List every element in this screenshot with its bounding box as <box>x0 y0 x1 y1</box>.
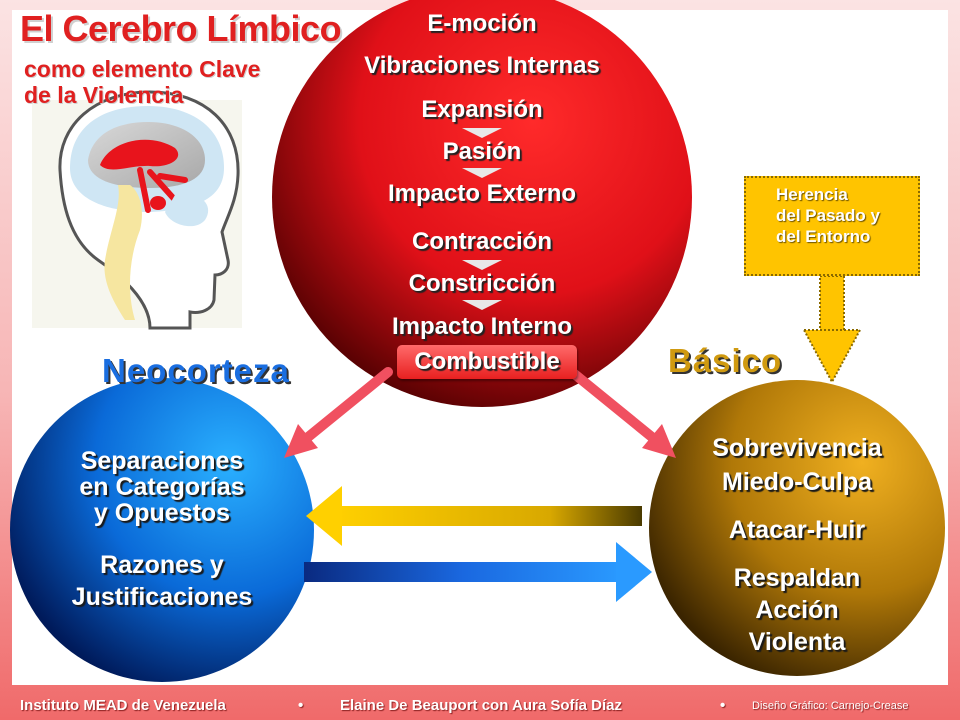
contraccion-text: Contracción <box>411 228 552 255</box>
vibraciones-text: Vibraciones Internas <box>364 52 600 79</box>
basico-line-4: Respaldan <box>733 564 861 592</box>
herencia-arrow <box>802 275 862 385</box>
arrow-to-basico <box>567 367 676 458</box>
basico-line-3: Atacar-Huir <box>728 516 866 544</box>
basico-label: Básico <box>668 342 783 379</box>
spinal-cord <box>104 185 142 320</box>
basico-line-1: Sobrevivencia <box>712 434 882 462</box>
footer-separator-1: • <box>298 697 304 714</box>
limbic-red <box>100 139 179 170</box>
neocorteza-line-2: en Categorías <box>79 473 245 501</box>
down-arrow-1 <box>462 128 502 138</box>
page-title: El Cerebro Límbico <box>20 8 342 49</box>
arrow-to-neocorteza <box>284 367 393 458</box>
basico-line-6: Violenta <box>748 628 846 656</box>
impacto-interno-text: Impacto Interno <box>391 313 572 340</box>
subtitle-line-2: de la Violencia <box>24 82 184 108</box>
footer-authors: Elaine De Beauport con Aura Sofía Díaz <box>340 697 623 714</box>
herencia-text: Herencia del Pasado y del Entorno <box>776 185 880 246</box>
footer-separator-2: • <box>720 697 726 714</box>
basico-line-5: Acción <box>755 596 839 624</box>
impacto-externo-text: Impacto Externo <box>387 180 577 207</box>
combustible-badge <box>397 345 577 379</box>
neocorteza-line-1: Separaciones <box>80 447 244 475</box>
constriccion-text: Constricción <box>408 270 556 297</box>
basico-line-2: Miedo-Culpa <box>722 468 872 496</box>
herencia-box: Herencia del Pasado y del Entorno <box>744 176 920 276</box>
neocorteza-line-5: Justificaciones <box>71 583 253 611</box>
down-arrow-3 <box>462 260 502 270</box>
neocorteza-circle <box>10 378 314 682</box>
head-brain-illustration <box>32 90 242 330</box>
expansion-text: Expansión <box>421 96 543 123</box>
down-arrow-2 <box>462 168 502 178</box>
neocorteza-line-4: Razones y <box>100 551 224 579</box>
combustible-text: Combustible <box>414 348 560 375</box>
pasion-text: Pasión <box>442 138 522 165</box>
neocorteza-label: Neocorteza <box>102 352 290 389</box>
arrow-basico-to-neocorteza <box>306 486 642 546</box>
emotion-circle <box>272 0 692 407</box>
footer-institute: Instituto MEAD de Venezuela <box>20 697 226 714</box>
footer-design: Diseño Gráfico: Carnejo-Crease <box>752 700 909 712</box>
basico-circle <box>649 380 945 676</box>
neocorteza-line-3: y Opuestos <box>93 499 231 527</box>
arrow-neocorteza-to-basico <box>304 542 652 602</box>
down-arrow-4 <box>462 300 502 310</box>
subtitle-line-1: como elemento Clave <box>24 56 261 82</box>
emocion-text: E-moción <box>427 10 537 37</box>
